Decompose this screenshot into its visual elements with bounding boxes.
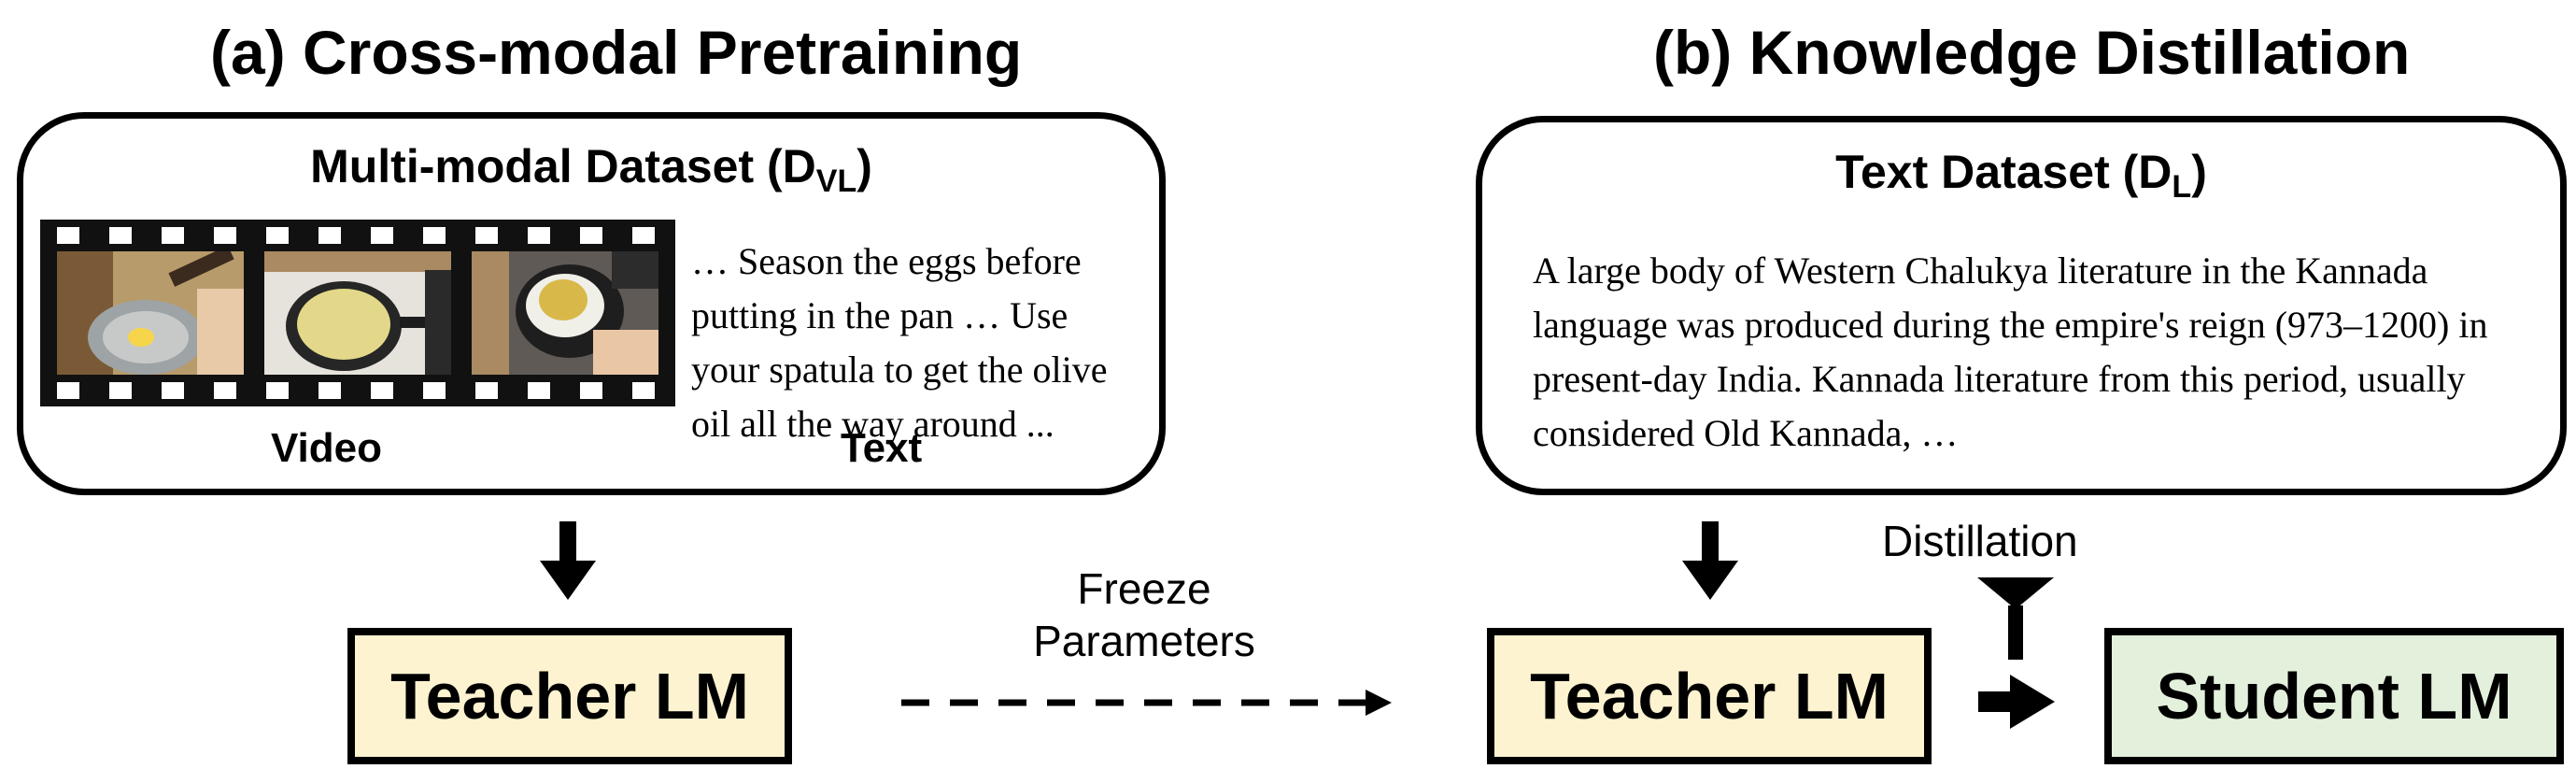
text-dataset-title: Text Dataset (DL) <box>1835 146 2207 205</box>
text-dataset-box: Text Dataset (DL) A large body of Wester… <box>1476 116 2567 495</box>
down-arrow-icon <box>1682 521 1738 600</box>
panel-b-title: (b) Knowledge Distillation <box>1653 18 2411 87</box>
video-label: Video <box>271 425 383 471</box>
freeze-parameters-label: Freeze Parameters <box>1033 564 1255 665</box>
teacher-lm-box-a: Teacher LM <box>347 628 792 764</box>
freeze-dashed-arrow-icon <box>901 690 1392 716</box>
film-holes-top <box>40 227 675 244</box>
down-arrow-icon <box>540 521 596 600</box>
multimodal-text-snippet: … Season the eggs before putting in the … <box>691 240 1108 445</box>
text-dataset-snippet: A large body of Western Chalukya literat… <box>1533 249 2488 454</box>
video-frame-3 <box>472 251 658 375</box>
distillation-label: Distillation <box>1882 517 2078 565</box>
teacher-lm-box-b: Teacher LM <box>1487 628 1932 764</box>
text-label: Text <box>841 425 923 471</box>
video-frame-1 <box>57 251 244 375</box>
video-film-strip <box>40 220 675 406</box>
student-lm-box: Student LM <box>2104 628 2564 764</box>
multimodal-dataset-box: Multi-modal Dataset (DVL) <box>17 112 1166 495</box>
multimodal-dataset-title: Multi-modal Dataset (DVL) <box>310 140 872 199</box>
film-holes-bottom <box>40 382 675 399</box>
right-arrow-icon <box>1978 675 2055 729</box>
distillation-funnel-icon <box>1977 577 2054 660</box>
panel-a-title: (a) Cross-modal Pretraining <box>210 18 1023 87</box>
video-frame-2 <box>264 251 451 375</box>
